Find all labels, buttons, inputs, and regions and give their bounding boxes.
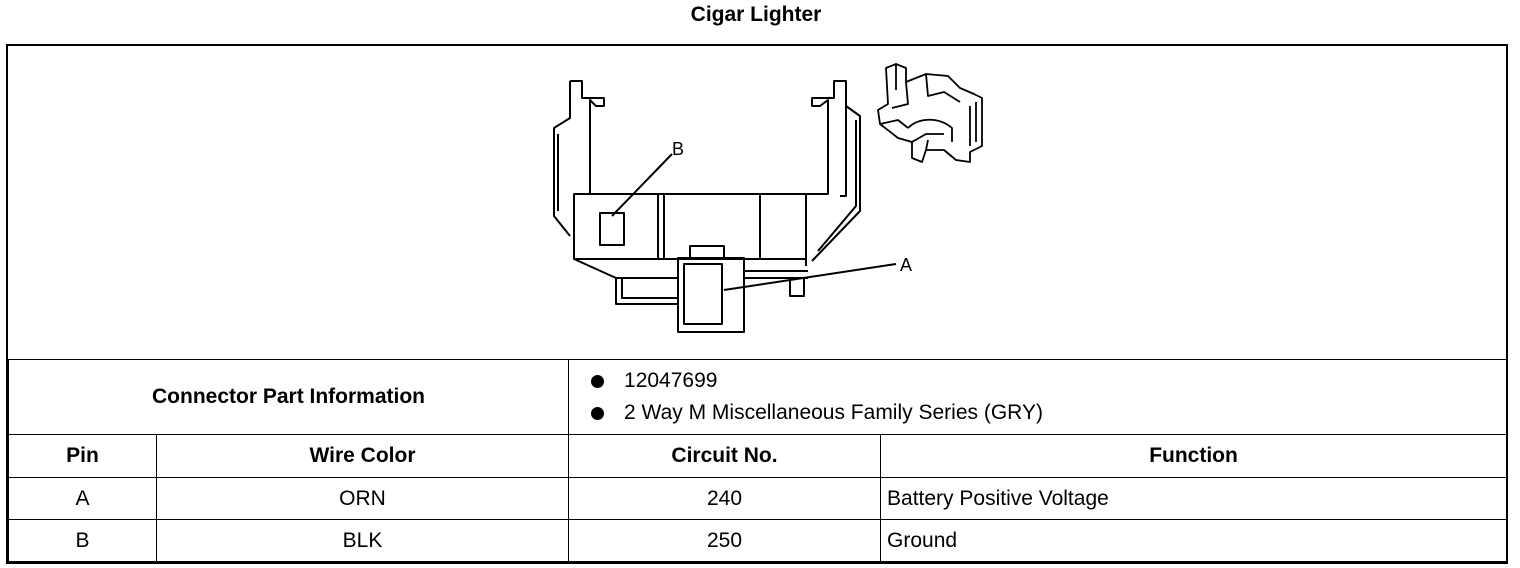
column-header-pin: Pin xyxy=(8,434,157,478)
connector-part-list: 12047699 2 Way M Miscellaneous Family Se… xyxy=(568,359,1508,435)
bullet-icon xyxy=(591,406,605,420)
table-row: A ORN 240 Battery Positive Voltage xyxy=(8,477,1508,520)
connector-iso-view xyxy=(877,63,983,163)
connector-diagram: B A xyxy=(8,46,1506,359)
callout-b-label: B xyxy=(672,139,684,159)
list-item: 12047699 xyxy=(591,365,1506,397)
connector-frame: B A Connector Part In xyxy=(6,44,1508,564)
pin-cell: A xyxy=(8,477,157,520)
connector-part-number: 12047699 xyxy=(624,369,718,392)
connector-family: 2 Way M Miscellaneous Family Series (GRY… xyxy=(624,401,1043,424)
list-item: 2 Way M Miscellaneous Family Series (GRY… xyxy=(591,397,1506,429)
circuit-cell: 240 xyxy=(568,477,882,520)
table-row: B BLK 250 Ground xyxy=(8,519,1508,562)
wire-color-cell: ORN xyxy=(155,477,570,520)
connector-drawing: B A xyxy=(553,63,983,333)
callout-b-leader xyxy=(611,153,673,217)
function-cell: Ground xyxy=(880,519,1508,562)
pin-cell: B xyxy=(8,519,157,562)
header-row: Pin Wire Color Circuit No. Function xyxy=(8,434,1508,478)
callout-a-leader xyxy=(723,263,897,291)
page-title: Cigar Lighter xyxy=(690,3,822,26)
callout-a-label: A xyxy=(900,255,912,275)
column-header-function: Function xyxy=(880,434,1508,478)
wire-color-cell: BLK xyxy=(155,519,570,562)
connector-part-label: Connector Part Information xyxy=(7,359,570,435)
bullet-icon xyxy=(591,374,605,388)
function-cell: Battery Positive Voltage xyxy=(880,477,1508,520)
connector-info-table: Connector Part Information 12047699 2 Wa… xyxy=(7,359,1508,562)
column-header-circuit-no: Circuit No. xyxy=(568,434,882,478)
connector-part-row: Connector Part Information 12047699 2 Wa… xyxy=(7,359,1508,435)
circuit-cell: 250 xyxy=(568,519,882,562)
connector-body-outline xyxy=(553,80,861,333)
column-header-wire-color: Wire Color xyxy=(155,434,570,478)
